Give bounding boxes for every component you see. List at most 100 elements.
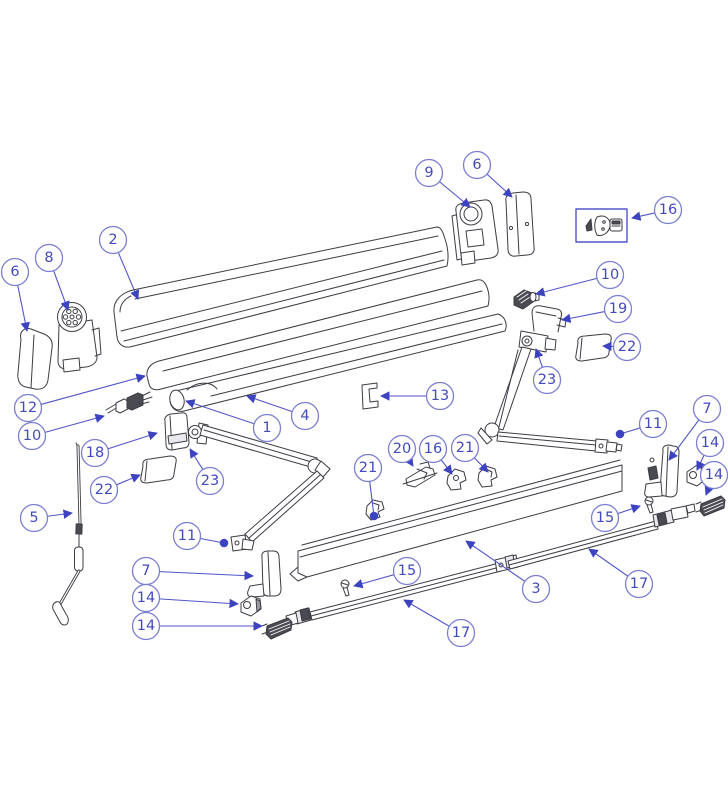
balloon-number: 4 — [300, 408, 309, 424]
balloon-7: 7 — [131, 556, 254, 586]
leader-line — [704, 485, 714, 496]
balloon-circle — [612, 332, 642, 362]
coupler-10-left — [105, 391, 153, 414]
balloon-number: 11 — [644, 416, 662, 432]
balloon-2: 2 — [98, 225, 140, 300]
balloon-number: 10 — [601, 267, 619, 283]
slider-20 — [402, 461, 438, 488]
leader-line — [631, 211, 655, 221]
leader-line — [40, 373, 146, 405]
balloon-circle — [414, 158, 444, 188]
kit-cone-knob — [585, 218, 593, 232]
balloon-circle — [172, 521, 202, 551]
balloon-circle — [131, 611, 161, 641]
balloon-14: 14 — [695, 428, 725, 471]
balloon-circle — [290, 401, 320, 431]
balloon-circle — [98, 225, 128, 255]
balloon-number: 14 — [705, 467, 723, 483]
balloon-circle — [692, 394, 722, 424]
balloon-circle — [638, 409, 668, 439]
balloon-7: 7 — [668, 394, 722, 461]
leader-line — [189, 448, 204, 470]
leader-line — [369, 481, 375, 517]
balloon-circle — [353, 453, 383, 483]
balloon-circle — [446, 618, 476, 648]
balloon-number: 21 — [359, 460, 377, 476]
balloon-18: 18 — [80, 431, 158, 468]
leader-line — [588, 548, 629, 577]
balloon-12: 12 — [13, 373, 146, 423]
balloon-20: 20 — [387, 434, 417, 467]
balloon-number: 21 — [456, 440, 474, 456]
balloon-number: 12 — [19, 400, 37, 416]
balloon-11: 11 — [172, 521, 229, 551]
balloon-circle — [195, 466, 225, 496]
balloon-circle — [695, 428, 725, 458]
balloon-5: 5 — [19, 503, 73, 533]
balloon-number: 19 — [609, 301, 627, 317]
balloon-13: 13 — [380, 381, 455, 411]
balloon-circle — [387, 434, 417, 464]
balloon-17: 17 — [403, 599, 476, 648]
balloon-1: 1 — [185, 399, 282, 443]
clip-part-13 — [361, 382, 379, 410]
balloon-circle — [19, 503, 49, 533]
balloon-circle — [595, 260, 625, 290]
left-end-cap — [17, 328, 53, 390]
right-spring-arm — [477, 305, 623, 454]
balloon-number: 2 — [108, 232, 117, 248]
leader-line — [44, 413, 105, 433]
balloon-number: 15 — [596, 510, 614, 526]
screw-left — [340, 579, 350, 597]
leader-line — [535, 277, 598, 297]
leader-line — [17, 285, 30, 332]
balloon-circle — [603, 294, 633, 324]
end-piece-14-left — [240, 595, 262, 617]
leader-line — [116, 473, 141, 486]
leader-line — [534, 348, 544, 368]
ribbed-cap-14-right — [695, 495, 726, 517]
ribbed-cap-14-left — [261, 617, 293, 640]
balloon-number: 20 — [393, 441, 411, 457]
balloon-number: 7 — [702, 401, 711, 417]
balloon-circle — [89, 475, 119, 505]
balloon-number: 8 — [44, 250, 53, 266]
balloon-number: 10 — [23, 428, 41, 444]
leader-line — [440, 459, 453, 475]
foot-bracket-left — [247, 550, 282, 598]
balloon-number: 15 — [398, 563, 416, 579]
screw-right — [644, 496, 654, 514]
leader-line — [668, 419, 700, 461]
leader-line — [159, 598, 239, 609]
balloon-8: 8 — [34, 243, 70, 311]
balloon-number: 7 — [141, 563, 150, 579]
balloon-circle — [13, 393, 43, 423]
lead-rail-profile — [146, 279, 490, 391]
crank-handle — [52, 442, 84, 626]
balloon-circle — [653, 195, 683, 225]
balloon-circle — [425, 381, 455, 411]
balloon-circle — [252, 413, 282, 443]
balloon-15: 15 — [590, 503, 641, 533]
leader-dot — [219, 538, 229, 548]
balloon-number: 22 — [95, 482, 113, 498]
roller-tube-with-fabric — [169, 313, 507, 412]
leader-line — [159, 570, 254, 581]
left-spring-arm — [164, 412, 331, 552]
balloon-circle — [34, 243, 64, 273]
leader-line — [117, 252, 140, 300]
balloon-number: 5 — [29, 510, 38, 526]
balloon-16: 16 — [418, 434, 453, 475]
leader-line — [353, 574, 395, 589]
leader-line — [403, 599, 450, 627]
balloon-circle — [590, 503, 620, 533]
balloon-number: 16 — [659, 202, 677, 218]
fitting-kit-box — [575, 208, 628, 243]
balloon-10: 10 — [17, 413, 105, 451]
right-end-cap — [505, 191, 535, 257]
balloon-circle — [131, 583, 161, 613]
balloon-23: 23 — [532, 348, 562, 395]
